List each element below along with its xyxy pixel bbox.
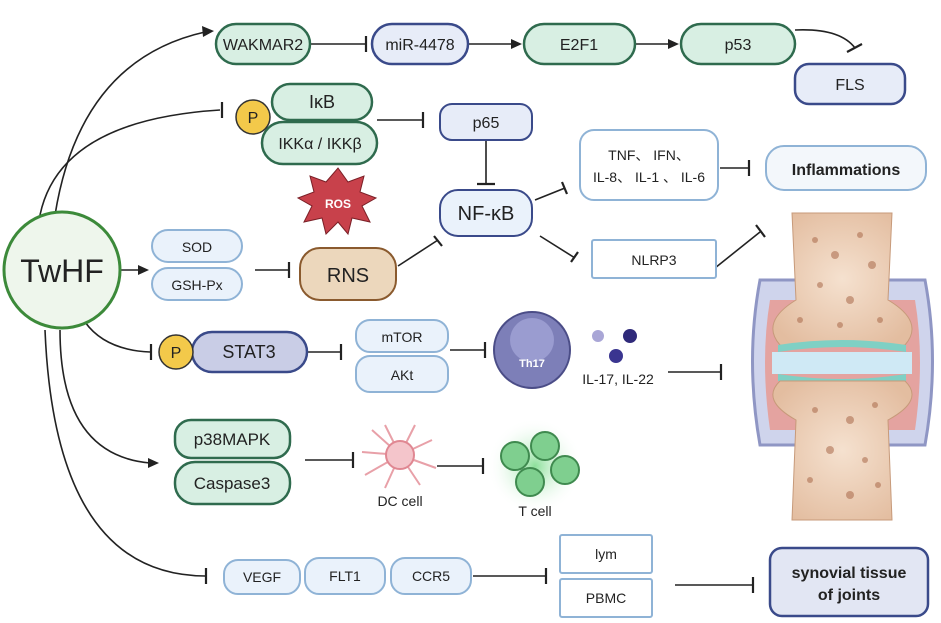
cytokines-line1: TNF、 IFN、 (608, 147, 690, 163)
synovial-line2: of joints (818, 587, 880, 604)
gshpx-label: GSH-Px (171, 277, 222, 293)
ikk-node: IKKα / IKKβ (260, 120, 379, 166)
twhf-label: TwHF (20, 253, 104, 289)
vegf-label: VEGF (243, 569, 281, 585)
t-cell-label: T cell (518, 503, 551, 519)
p65-node: p65 (439, 103, 533, 141)
p38mapk-label: p38MAPK (194, 430, 271, 449)
edges (39, 26, 863, 593)
p53-node: p53 (679, 22, 797, 66)
cytokines-line2: IL-8、 IL-1 、 IL-6 (593, 169, 705, 185)
caspase3-node: Caspase3 (173, 460, 292, 506)
th17-label: Th17 (519, 358, 545, 370)
ikb-label: IκB (309, 92, 335, 112)
nlrp3-node: NLRP3 (591, 239, 717, 279)
inflammations-label: Inflammations (792, 162, 901, 179)
nlrp3-label: NLRP3 (631, 252, 676, 268)
pbmc-node: PBMC (559, 578, 653, 618)
il17-22-label: IL-17, IL-22 (582, 371, 654, 387)
synovial-node: synovial tissue of joints (768, 546, 930, 618)
ikk-label: IKKα / IKKβ (278, 136, 361, 153)
ccr5-label: CCR5 (412, 568, 450, 584)
cytokine-dots (592, 329, 637, 363)
ros-burst: ROS (296, 167, 378, 236)
mir4478-node: miR-4478 (370, 22, 470, 66)
synovial-line1: synovial tissue (792, 565, 907, 582)
rns-label: RNS (327, 265, 369, 287)
p-badge-ikk: P (235, 99, 271, 135)
ikb-node: IκB (270, 82, 374, 122)
th17-cell: Th17 (493, 311, 571, 389)
p65-label: p65 (473, 115, 500, 132)
p-badge-stat3-label: P (171, 345, 182, 362)
dc-cell-label: DC cell (377, 493, 422, 509)
nfkb-label: NF-κB (458, 203, 515, 225)
vegf-node: VEGF (223, 559, 301, 595)
inflammations-node: Inflammations (765, 145, 927, 191)
caspase3-label: Caspase3 (194, 474, 271, 493)
rns-node: RNS (299, 247, 397, 301)
flt1-label: FLT1 (329, 568, 361, 584)
stat3-label: STAT3 (222, 342, 275, 362)
t-cell (487, 418, 583, 514)
pbmc-label: PBMC (586, 590, 626, 606)
lym-label: lym (595, 546, 617, 562)
ros-label: ROS (325, 197, 351, 211)
akt-label: AKt (391, 367, 414, 383)
mtor-node: mTOR (355, 319, 449, 353)
stat3-node: STAT3 (190, 330, 309, 374)
p-badge-label: P (248, 110, 259, 127)
fls-label: FLS (835, 77, 864, 94)
gshpx-node: GSH-Px (151, 267, 243, 301)
sod-label: SOD (182, 239, 212, 255)
lym-node: lym (559, 534, 653, 574)
e2f1-label: E2F1 (560, 37, 598, 54)
dc-cell (361, 424, 437, 489)
cytokines-node: TNF、 IFN、 IL-8、 IL-1 、 IL-6 (579, 129, 719, 201)
sod-node: SOD (151, 229, 243, 263)
mtor-label: mTOR (382, 329, 423, 345)
fls-node: FLS (793, 62, 907, 106)
p53-label: p53 (725, 37, 752, 54)
mir4478-label: miR-4478 (385, 37, 454, 54)
ccr5-node: CCR5 (390, 557, 472, 595)
nfkb-node: NF-κB (439, 189, 533, 237)
twhf-node: TwHF (2, 210, 122, 330)
e2f1-node: E2F1 (522, 22, 637, 66)
wakmar2-label: WAKMAR2 (223, 37, 303, 54)
p-badge-stat3: P (158, 334, 194, 370)
flt1-node: FLT1 (304, 557, 386, 595)
wakmar2-node: WAKMAR2 (214, 22, 312, 66)
joint-illustration (751, 212, 934, 521)
p38mapk-node: p38MAPK (173, 418, 292, 460)
akt-node: AKt (355, 355, 449, 393)
